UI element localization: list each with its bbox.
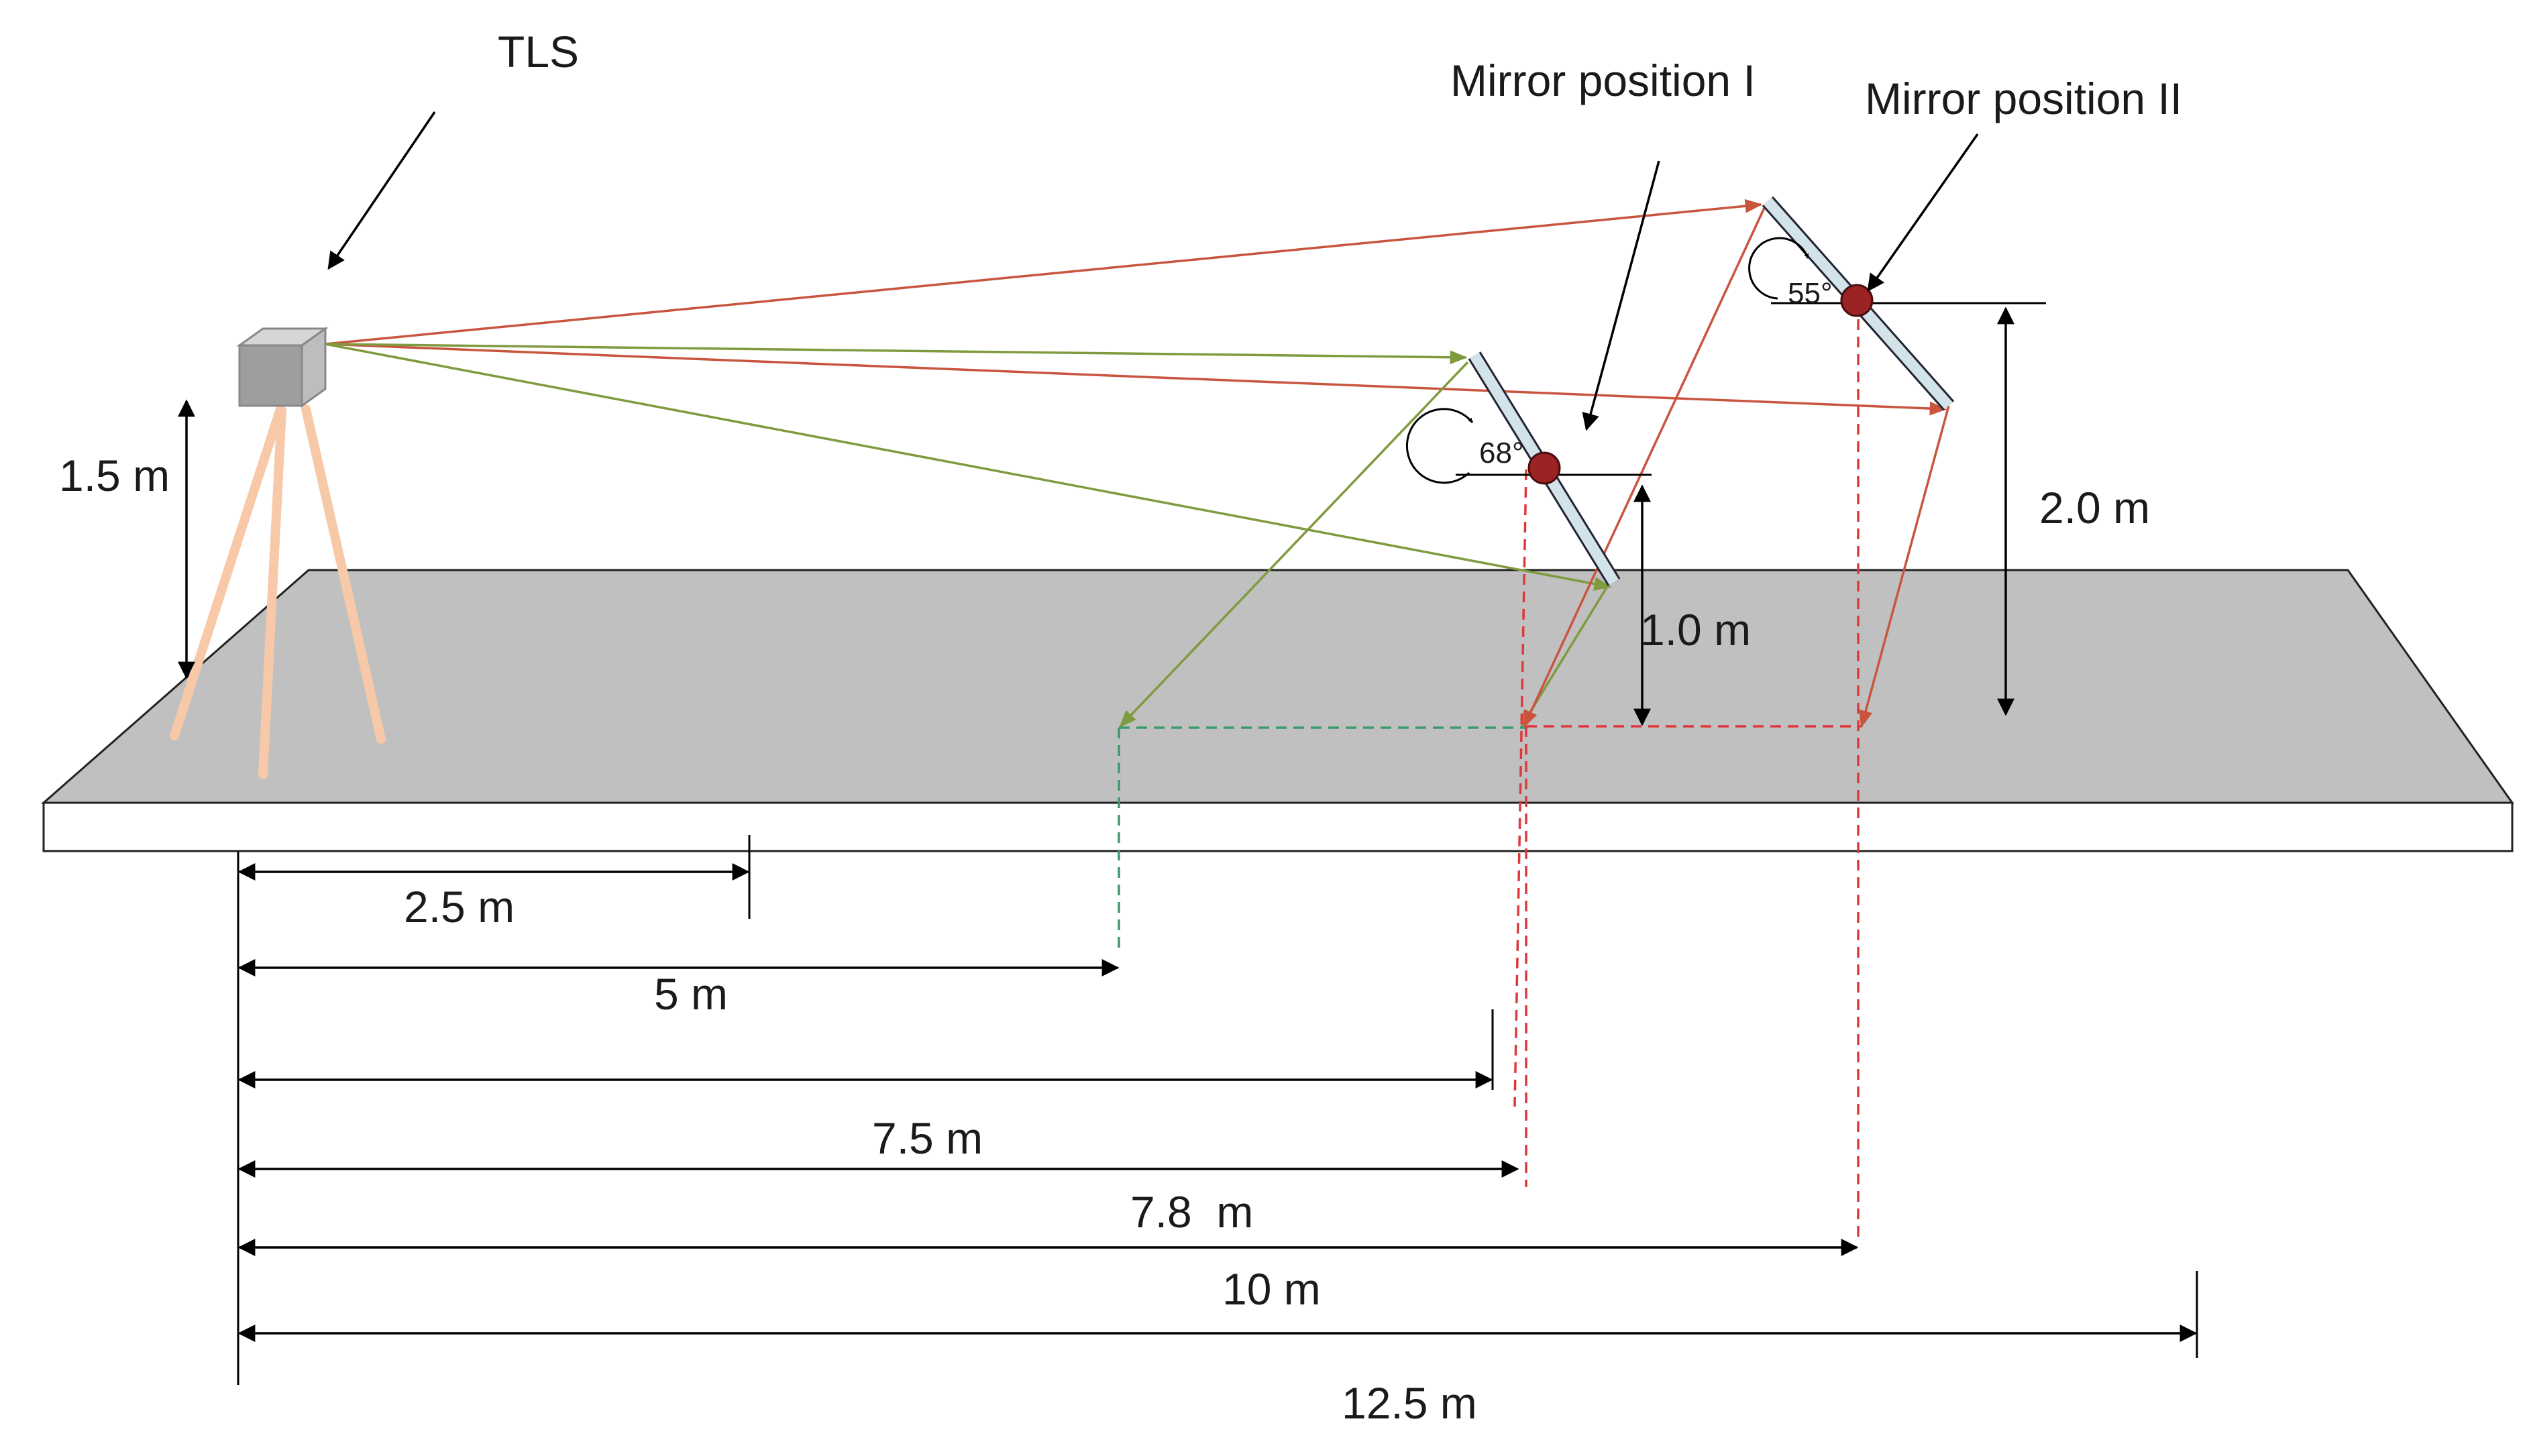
tls-scanner	[170, 327, 386, 779]
ray-green-to-mirror-1-top	[325, 343, 1468, 365]
distance-label-10: 10 m	[1222, 1264, 1321, 1314]
ray-green-to-mirror-1-bottom	[325, 343, 1612, 591]
tripod-leg-right	[301, 404, 386, 744]
mirror-1-pointer-arrow	[1582, 160, 1660, 431]
tripod-leg-left	[170, 404, 285, 740]
mirror-1-label: Mirror position I	[1450, 56, 1756, 105]
dashed-red-drop-mirror-1-a	[1513, 469, 1527, 1107]
mirror-1-pivot	[1527, 451, 1561, 485]
text-labels: TLS Mirror position I Mirror position II…	[59, 27, 2182, 1428]
distance-label-7-5: 7.5 m	[872, 1113, 983, 1163]
scanner-box-front	[238, 344, 303, 407]
ground-front-edge	[42, 801, 2514, 852]
mirror-2: 55°	[1748, 196, 2046, 411]
mirror-2-label: Mirror position II	[1865, 74, 2182, 123]
distance-label-5: 5 m	[654, 969, 728, 1019]
mirror-2-angle-arc	[1748, 237, 1809, 300]
height-mirror-2-label: 2.0 m	[2039, 483, 2150, 533]
mirror-2-pointer-arrow	[1867, 133, 1979, 292]
distance-label-7-8: 7.8 m	[1130, 1187, 1253, 1237]
tripod-leg-middle	[258, 406, 286, 779]
ray-green-reflect-far	[1119, 361, 1469, 728]
ray-red-to-mirror-2-top	[325, 199, 1763, 345]
ray-red-reflect-far	[1523, 207, 1766, 728]
laser-rays	[325, 199, 1950, 728]
mirror-1-angle-arc	[1405, 408, 1474, 484]
height-tls-label: 1.5 m	[59, 451, 170, 500]
pointer-arrows	[327, 111, 1979, 431]
mirror-1: 68°	[1405, 351, 1652, 586]
distance-dimensions	[237, 835, 2198, 1385]
ground-plane	[41, 569, 2514, 852]
tls-pointer-arrow	[327, 111, 436, 270]
mirror-2-angle-label: 55°	[1788, 277, 1833, 310]
mirror-2-pivot	[1840, 284, 1874, 317]
footprint-lines	[1118, 302, 1862, 1241]
tls-label: TLS	[498, 27, 579, 76]
distance-label-2-5: 2.5 m	[404, 882, 515, 932]
ground-top-surface	[41, 569, 2514, 804]
height-mirror-1-label: 1.0 m	[1640, 605, 1751, 655]
ray-red-reflect-near	[1859, 405, 1950, 728]
mirror-1-angle-label: 68°	[1479, 437, 1524, 469]
height-dimensions	[178, 306, 2014, 726]
distance-label-12-5: 12.5 m	[1342, 1378, 1477, 1428]
